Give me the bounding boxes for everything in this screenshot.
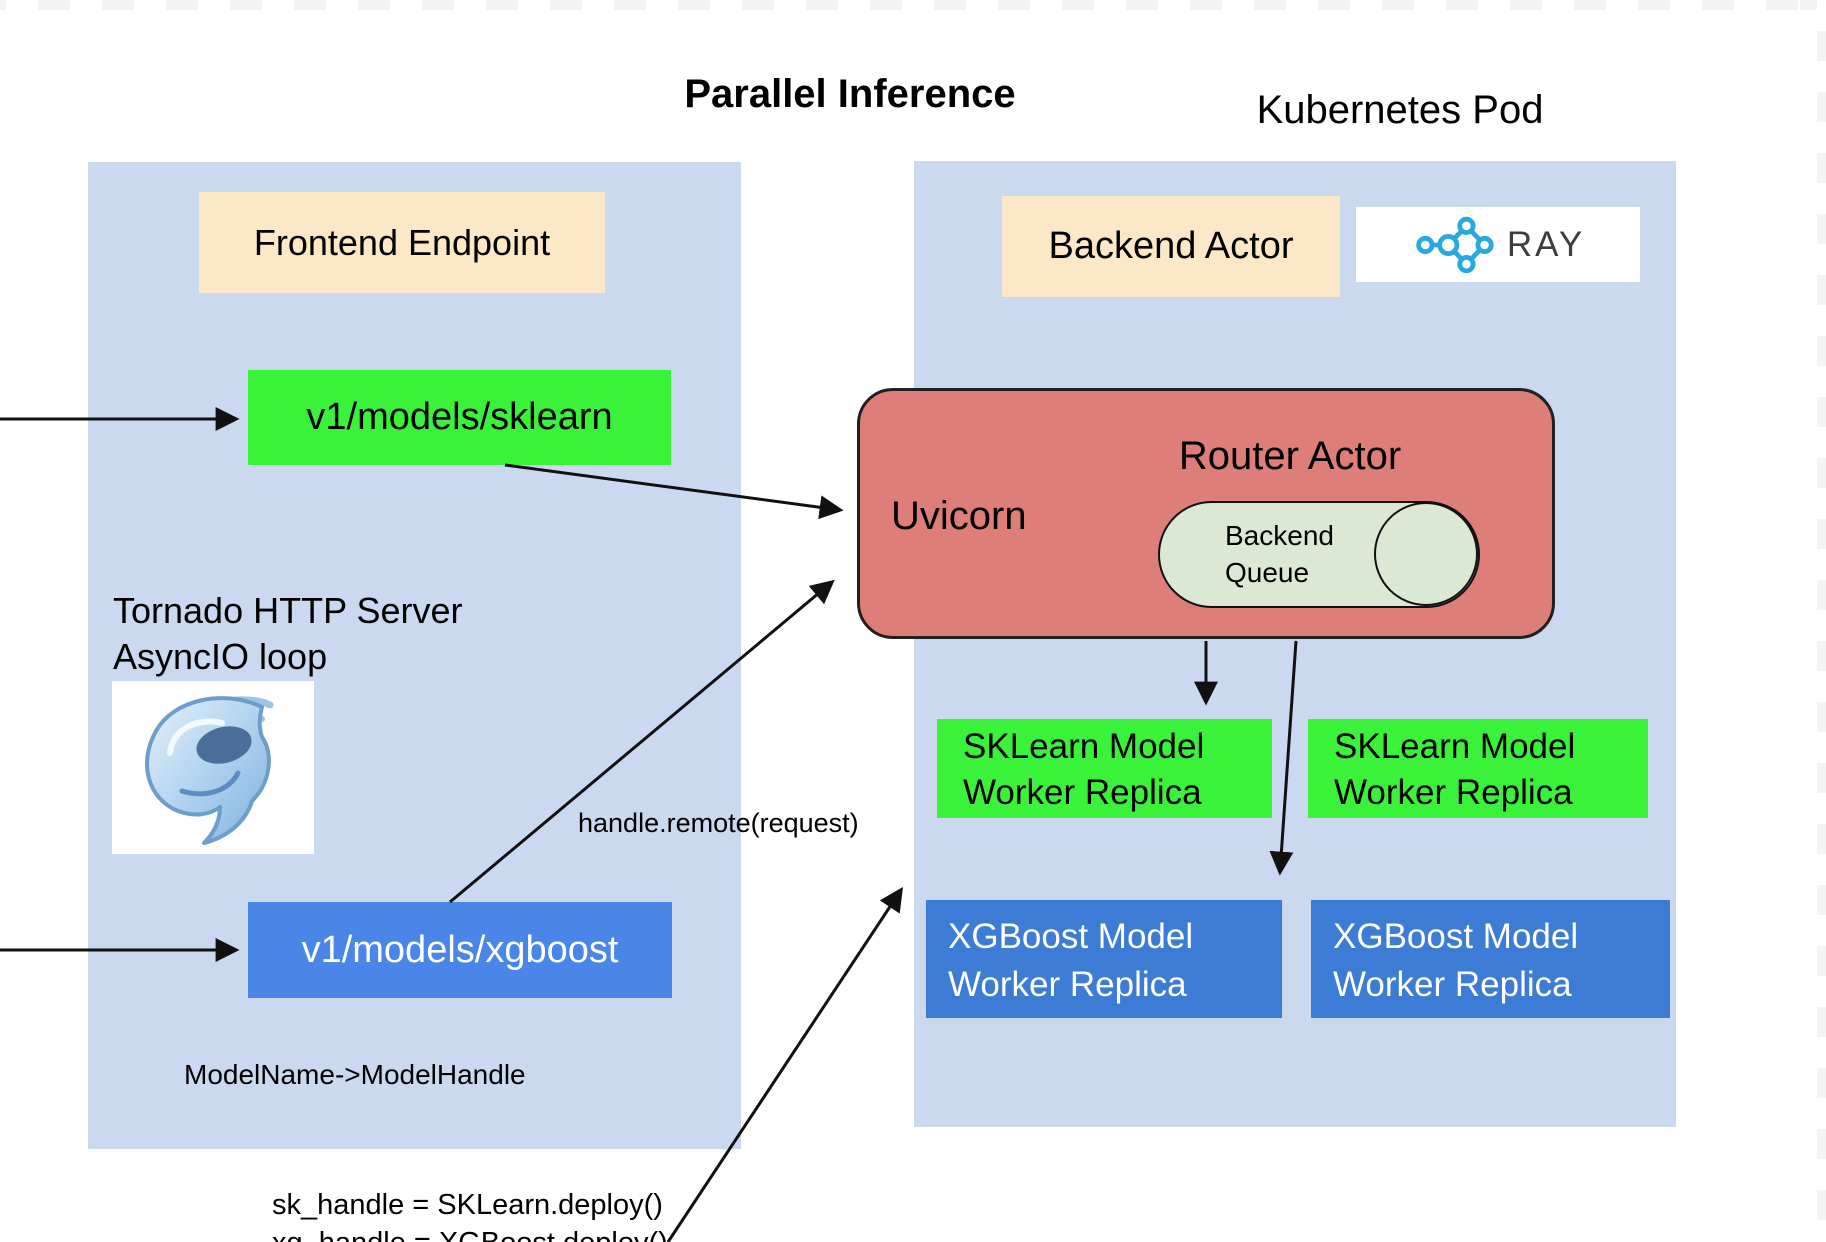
sklearn-route-box: v1/models/sklearn [248,370,671,465]
frontend-endpoint-box: Frontend Endpoint [199,192,605,293]
worker-line2: Worker Replica [963,773,1202,812]
xgboost-worker-replica-1: XGBoost Model Worker Replica [926,900,1282,1018]
xgboost-worker-replica-2: XGBoost Model Worker Replica [1311,900,1670,1018]
kubernetes-pod-label: Kubernetes Pod [1256,88,1544,132]
router-actor-label: Router Actor [1178,434,1402,478]
sklearn-worker-replica-1: SKLearn Model Worker Replica [937,719,1272,818]
deploy-code-line1: sk_handle = SKLearn.deploy() [272,1189,663,1221]
worker-line2: Worker Replica [1334,773,1573,812]
transparency-checker-top [0,0,1826,10]
ray-logo-text: RAY [1506,224,1586,264]
deploy-code-label: sk_handle = SKLearn.deploy() xg_handle =… [272,1186,668,1242]
worker-line1: XGBoost Model [1333,917,1579,956]
worker-line1: SKLearn Model [963,727,1205,766]
backend-queue-line2: Queue [1225,557,1310,588]
diagram-title: Parallel Inference [684,72,1016,116]
worker-line1: SKLearn Model [1334,727,1576,766]
tornado-logo [112,681,314,854]
ray-logo: RAY [1356,207,1640,282]
backend-queue-cylinder-cap [1374,502,1478,606]
tornado-server-label: Tornado HTTP Server AsyncIO loop [113,588,462,680]
handle-remote-label: handle.remote(request) [578,808,859,838]
deploy-code-line2: xg_handle = XGBoost.deploy() [272,1224,668,1242]
model-map-label: ModelName->ModelHandle [184,1059,526,1090]
worker-line2: Worker Replica [1333,965,1572,1004]
worker-line1: XGBoost Model [948,917,1194,956]
tornado-server-line2: AsyncIO loop [113,636,328,677]
tornado-server-line1: Tornado HTTP Server [113,590,463,631]
transparency-checker-right [1817,0,1826,1242]
sklearn-worker-replica-2: SKLearn Model Worker Replica [1308,719,1648,818]
backend-queue-label: Backend Queue [1225,517,1334,591]
backend-actor-box: Backend Actor [1002,196,1340,297]
backend-queue-line1: Backend [1225,520,1334,551]
xgboost-route-box: v1/models/xgboost [248,902,672,998]
uvicorn-label: Uvicorn [891,494,1027,538]
ray-network-icon [1416,216,1494,273]
tornado-swirl-icon [145,696,274,845]
worker-line2: Worker Replica [948,965,1187,1004]
